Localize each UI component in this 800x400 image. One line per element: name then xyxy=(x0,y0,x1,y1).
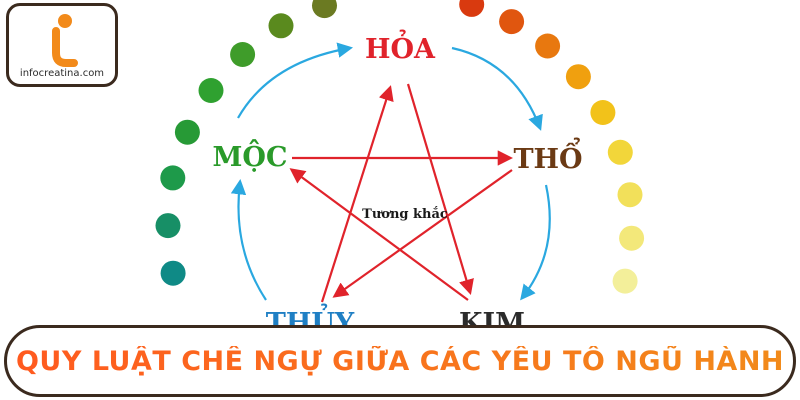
decor-dot xyxy=(619,225,645,251)
decor-dot xyxy=(459,0,485,17)
logo-dot-icon xyxy=(58,14,72,28)
dots-arc-left xyxy=(155,0,337,286)
decor-dot xyxy=(499,9,525,35)
decor-dot xyxy=(174,119,200,145)
arrow-earth-to-water xyxy=(332,169,513,298)
decor-dot xyxy=(230,42,256,67)
label-earth: THỔ xyxy=(513,136,582,175)
decor-dot xyxy=(617,182,643,208)
decor-dot xyxy=(612,268,638,294)
decor-dot xyxy=(198,78,224,103)
logo-text: infocreatina.com xyxy=(19,68,105,79)
decor-dot xyxy=(268,13,294,39)
arrow-metal-to-wood xyxy=(289,168,469,301)
decor-dot xyxy=(565,64,591,90)
logo[interactable]: infocreatina.com xyxy=(6,3,118,87)
decor-dot xyxy=(155,213,181,239)
generating-cycle xyxy=(230,42,551,301)
decor-dot xyxy=(607,139,633,165)
dots-arc-right xyxy=(459,0,645,294)
arrow-fire-to-earth xyxy=(451,46,543,131)
logo-i-icon xyxy=(52,27,78,67)
decor-dot xyxy=(160,260,186,286)
arrow-water-to-fire xyxy=(320,85,394,303)
arrow-wood-to-fire xyxy=(237,42,354,119)
arrow-earth-to-metal xyxy=(520,184,551,301)
center-label: Tương khắc xyxy=(362,206,448,222)
label-fire: HỎA xyxy=(365,28,436,65)
title-banner: QUY LUẬT CHẾ NGỰ GIỮA CÁC YẾU TỐ NGŨ HÀN… xyxy=(4,325,796,397)
arrow-water-to-wood xyxy=(230,178,267,301)
decor-dot xyxy=(535,33,561,59)
banner-title: QUY LUẬT CHẾ NGỰ GIỮA CÁC YẾU TỐ NGŨ HÀN… xyxy=(15,345,785,377)
arrow-fire-to-metal xyxy=(406,83,474,295)
decor-dot xyxy=(160,165,186,191)
decor-dot xyxy=(312,0,337,19)
decor-dot xyxy=(590,100,616,125)
label-wood: MỘC xyxy=(213,138,288,173)
controlling-cycle xyxy=(289,83,514,303)
